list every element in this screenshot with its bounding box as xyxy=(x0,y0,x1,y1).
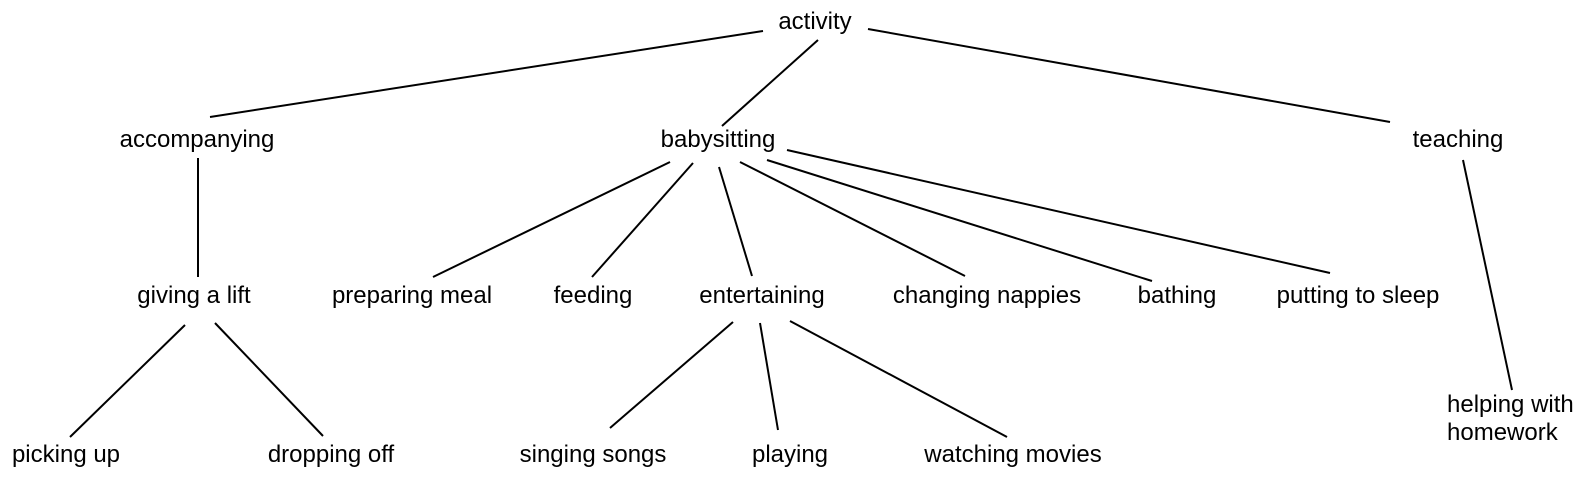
tree-node-activity: activity xyxy=(778,8,852,35)
tree-node-giving-a-lift: giving a lift xyxy=(137,282,251,309)
edge-babysitting-changing-nappies xyxy=(739,161,966,277)
edge-babysitting-bathing xyxy=(766,159,1153,282)
edge-activity-accompanying xyxy=(209,30,764,118)
edge-babysitting-preparing-meal xyxy=(432,161,671,278)
tree-node-playing: playing xyxy=(751,441,829,468)
edge-activity-babysitting xyxy=(721,39,819,127)
edge-babysitting-putting-to-sleep xyxy=(786,149,1331,274)
tree-node-preparing-meal: preparing meal xyxy=(331,282,493,309)
tree-node-bathing: bathing xyxy=(1137,282,1217,309)
edge-babysitting-entertaining xyxy=(718,166,753,277)
edge-babysitting-feeding xyxy=(591,162,694,278)
tree-node-entertaining: entertaining xyxy=(699,282,825,309)
tree-node-helping-with-homework: helping with homework xyxy=(1447,391,1574,446)
edge-entertaining-playing xyxy=(759,322,779,431)
tree-node-teaching: teaching xyxy=(1412,126,1504,153)
edge-entertaining-singing-songs xyxy=(609,321,734,429)
tree-node-picking-up: picking up xyxy=(11,441,121,468)
tree-node-accompanying: accompanying xyxy=(119,126,275,153)
tree-node-dropping-off: dropping off xyxy=(267,441,395,468)
edge-teaching-helping-with-homework xyxy=(1462,159,1513,391)
tree-node-watching-movies: watching movies xyxy=(924,441,1102,468)
tree-node-changing-nappies: changing nappies xyxy=(892,282,1082,309)
tree-node-singing-songs: singing songs xyxy=(519,441,667,468)
edge-giving-a-lift-picking-up xyxy=(69,324,186,438)
edge-activity-teaching xyxy=(867,28,1391,123)
tree-node-putting-to-sleep: putting to sleep xyxy=(1276,282,1440,309)
tree-node-feeding: feeding xyxy=(553,282,633,309)
edge-giving-a-lift-dropping-off xyxy=(214,322,324,437)
edge-entertaining-watching-movies xyxy=(789,320,1008,438)
tree-node-babysitting: babysitting xyxy=(660,126,776,153)
